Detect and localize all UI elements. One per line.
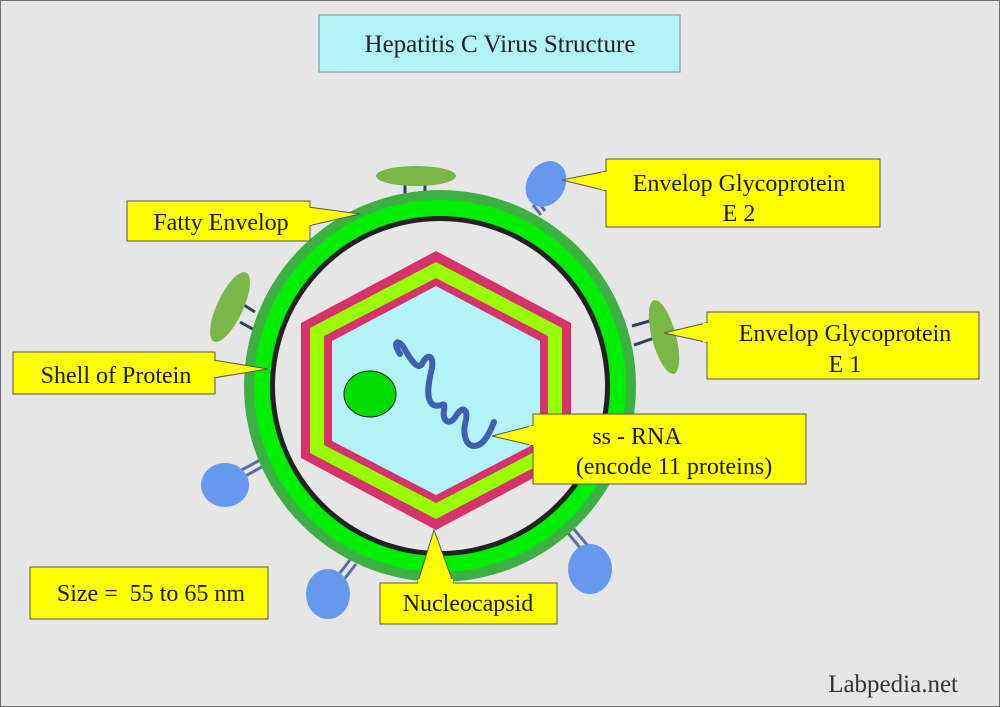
watermark-text: Labpedia.net — [828, 671, 958, 698]
nucleocapsid — [301, 251, 571, 530]
core-protein-blob — [343, 370, 397, 418]
label-e1-line1: Envelop Glycoprotein — [739, 321, 952, 347]
e1-glycoprotein-callout: Envelop Glycoprotein E 1 — [663, 311, 980, 380]
label-nucleocapsid: Nucleocapsid — [403, 591, 534, 617]
label-e1-line2: E 1 — [829, 352, 862, 378]
label-e2-line1: Envelop Glycoprotein — [633, 171, 846, 197]
e1-glycoprotein-head-left — [210, 272, 250, 342]
e2-glycoprotein-head-lower-left — [201, 463, 249, 507]
ss-rna-callout: ss - RNA (encode 11 proteins) — [491, 413, 807, 485]
label-size: Size = 55 to 65 nm — [57, 581, 246, 607]
fatty-envelop-callout: Fatty Envelop — [126, 200, 361, 242]
label-rna-line1: ss - RNA — [592, 424, 682, 450]
label-rna-line2: (encode 11 proteins) — [576, 454, 772, 480]
e1-glycoprotein-head-right — [648, 300, 680, 374]
capsid-core — [332, 286, 540, 495]
shell-of-protein-callout: Shell of Protein — [12, 351, 269, 395]
label-fatty-envelop: Fatty Envelop — [153, 210, 288, 236]
nucleocapsid-callout: Nucleocapsid — [379, 528, 558, 625]
e1-glycoprotein-head-top — [376, 166, 456, 186]
glycoprotein-heads — [201, 161, 680, 619]
size-box: Size = 55 to 65 nm — [29, 566, 269, 620]
e2-glycoprotein-head-upper-right — [525, 161, 567, 207]
ss-rna-strand — [393, 339, 497, 449]
e2-glycoprotein-head-bottom-left — [306, 569, 350, 619]
label-shell-of-protein: Shell of Protein — [41, 363, 192, 389]
label-e2-line2: E 2 — [723, 201, 756, 227]
e2-glycoprotein-callout: Envelop Glycoprotein E 2 — [561, 158, 881, 228]
title-box: Hepatitis C Virus Structure — [318, 14, 681, 73]
e2-glycoprotein-head-bottom-right — [568, 544, 612, 594]
diagram-title: Hepatitis C Virus Structure — [365, 31, 636, 58]
